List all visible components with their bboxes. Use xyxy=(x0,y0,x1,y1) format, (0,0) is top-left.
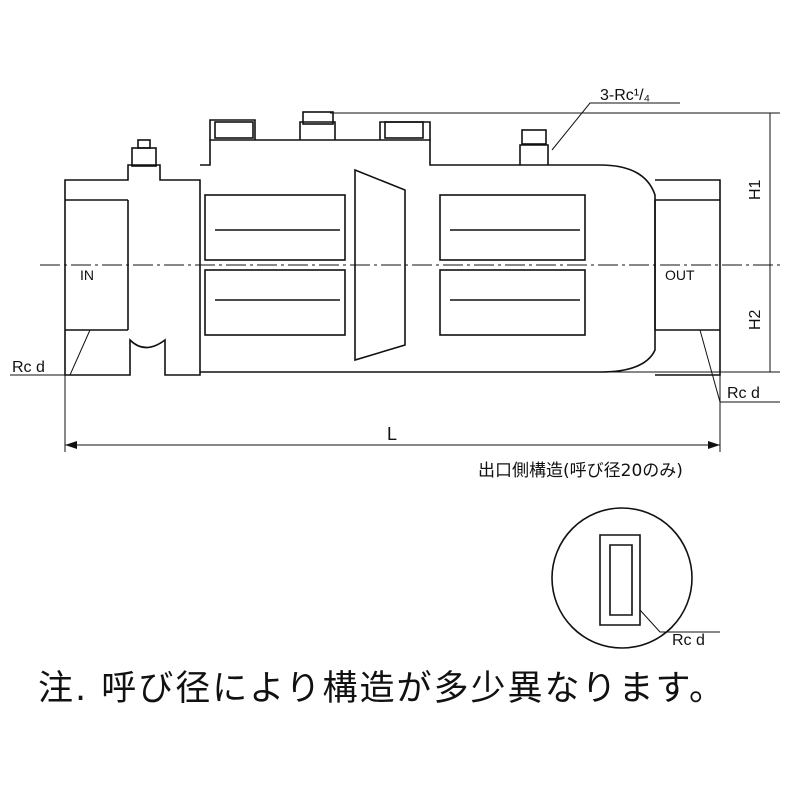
port-label: 3-Rc¹/₄ xyxy=(600,87,650,104)
outlet-detail-circle xyxy=(551,507,693,649)
outlet-label: OUT xyxy=(665,267,695,283)
h1-label: H1 xyxy=(747,179,764,200)
h2-label: H2 xyxy=(747,309,764,330)
inlet-body xyxy=(64,164,201,376)
main-body xyxy=(200,139,656,373)
inlet-label: IN xyxy=(80,267,94,283)
length-label: L xyxy=(387,424,397,444)
note-text: 注. 呼び径により構造が多少異なります。 xyxy=(38,669,727,709)
rc-left-label: Rc d xyxy=(12,359,45,376)
detail-title: 出口側構造(呼び径20のみ) xyxy=(478,461,683,481)
rc-detail-label: Rc d xyxy=(672,632,705,649)
rc-right-label: Rc d xyxy=(727,385,760,402)
